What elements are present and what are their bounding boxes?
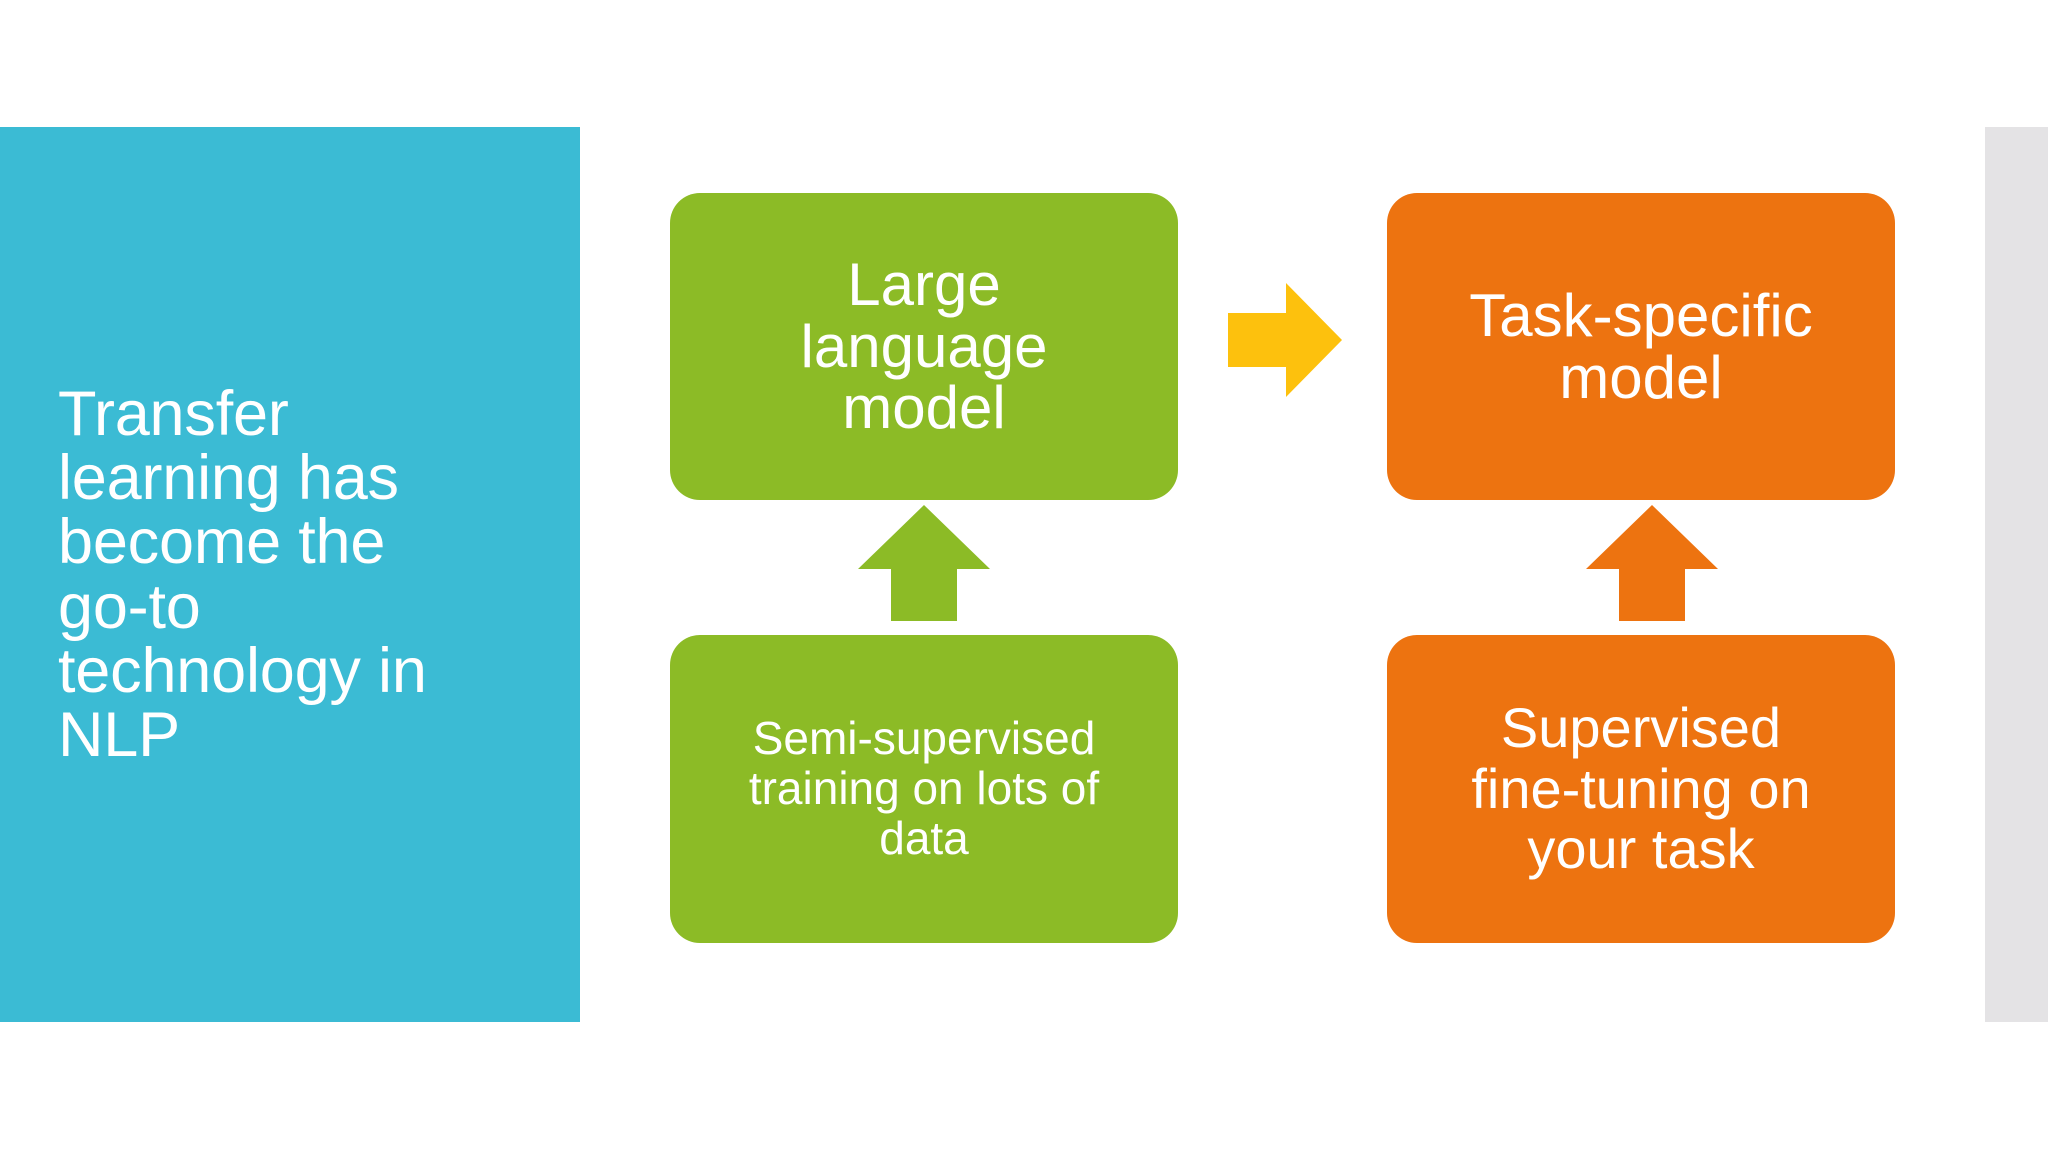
diagram-box-label: Semi-supervised training on lots of data xyxy=(748,712,1100,864)
diagram-box-label: Large language model xyxy=(800,250,1048,442)
diagram-box-supervised-fine-tuning[interactable]: Supervised fine-tuning on your task xyxy=(1387,635,1895,943)
arrow-right-icon xyxy=(1228,283,1342,397)
page-title: Transfer learning has become the go-to t… xyxy=(58,378,427,770)
slide-edge-strip xyxy=(1985,127,2048,1022)
diagram-box-large-language-model[interactable]: Large language model xyxy=(670,193,1178,500)
diagram-box-label: Task-specific model xyxy=(1469,281,1813,411)
diagram-box-task-specific-model[interactable]: Task-specific model xyxy=(1387,193,1895,500)
diagram-box-semi-supervised-training[interactable]: Semi-supervised training on lots of data xyxy=(670,635,1178,943)
slide-title-panel: Transfer learning has become the go-to t… xyxy=(0,127,580,1022)
diagram-box-label: Supervised fine-tuning on your task xyxy=(1471,696,1811,881)
arrow-up-icon xyxy=(858,505,990,621)
arrow-up-icon xyxy=(1586,505,1718,621)
